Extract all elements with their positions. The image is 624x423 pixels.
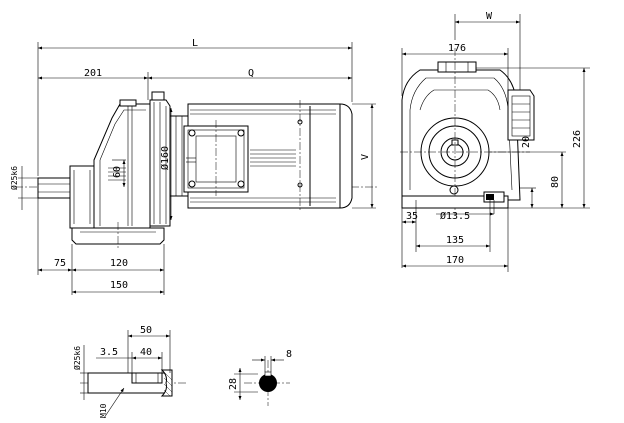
dim-8: 8 bbox=[286, 349, 292, 360]
dim-M10: M10 bbox=[99, 403, 108, 418]
dim-176: 176 bbox=[448, 43, 466, 54]
shaft-detail: 50 3.5 40 Ø25k6 M10 bbox=[72, 325, 186, 419]
dim-80: 80 bbox=[550, 176, 561, 188]
shaft-section bbox=[259, 374, 277, 392]
dim-Q: Q bbox=[248, 68, 254, 79]
end-view: W 176 226 80 20 35 Ø13.5 135 17 bbox=[400, 11, 590, 272]
dim-40: 40 bbox=[140, 347, 152, 358]
housing-front-flange bbox=[69, 165, 95, 229]
end-foot bbox=[401, 195, 509, 209]
dim-75: 75 bbox=[54, 258, 66, 269]
dim-35: 35 bbox=[406, 211, 418, 222]
dim-28: 28 bbox=[228, 378, 239, 390]
dim-dia13-5: Ø13.5 bbox=[440, 210, 470, 222]
dim-20: 20 bbox=[521, 136, 532, 148]
dim-226: 226 bbox=[572, 130, 583, 148]
dim-W: W bbox=[486, 11, 493, 22]
detail-key bbox=[131, 372, 163, 384]
dim-3-5: 3.5 bbox=[100, 347, 118, 358]
output-shaft bbox=[37, 177, 73, 199]
side-view: L 201 Q Ø25k6 60 Ø160 V 75 120 1 bbox=[9, 38, 378, 295]
dim-50: 50 bbox=[140, 325, 152, 336]
dim-dia25: Ø25k6 bbox=[9, 166, 19, 190]
dim-dia25-detail: Ø25k6 bbox=[72, 346, 82, 370]
dim-dia160: Ø160 bbox=[159, 146, 171, 170]
dim-120: 120 bbox=[110, 258, 128, 269]
end-terminal-box bbox=[507, 89, 535, 141]
dim-L: L bbox=[192, 38, 198, 49]
keyway-section: 8 28 bbox=[228, 349, 292, 406]
dim-V: V bbox=[360, 154, 371, 160]
dim-135: 135 bbox=[446, 235, 464, 246]
dim-150: 150 bbox=[110, 280, 128, 291]
dim-201: 201 bbox=[84, 68, 102, 79]
dim-60: 60 bbox=[112, 166, 123, 178]
dim-170: 170 bbox=[446, 255, 464, 266]
